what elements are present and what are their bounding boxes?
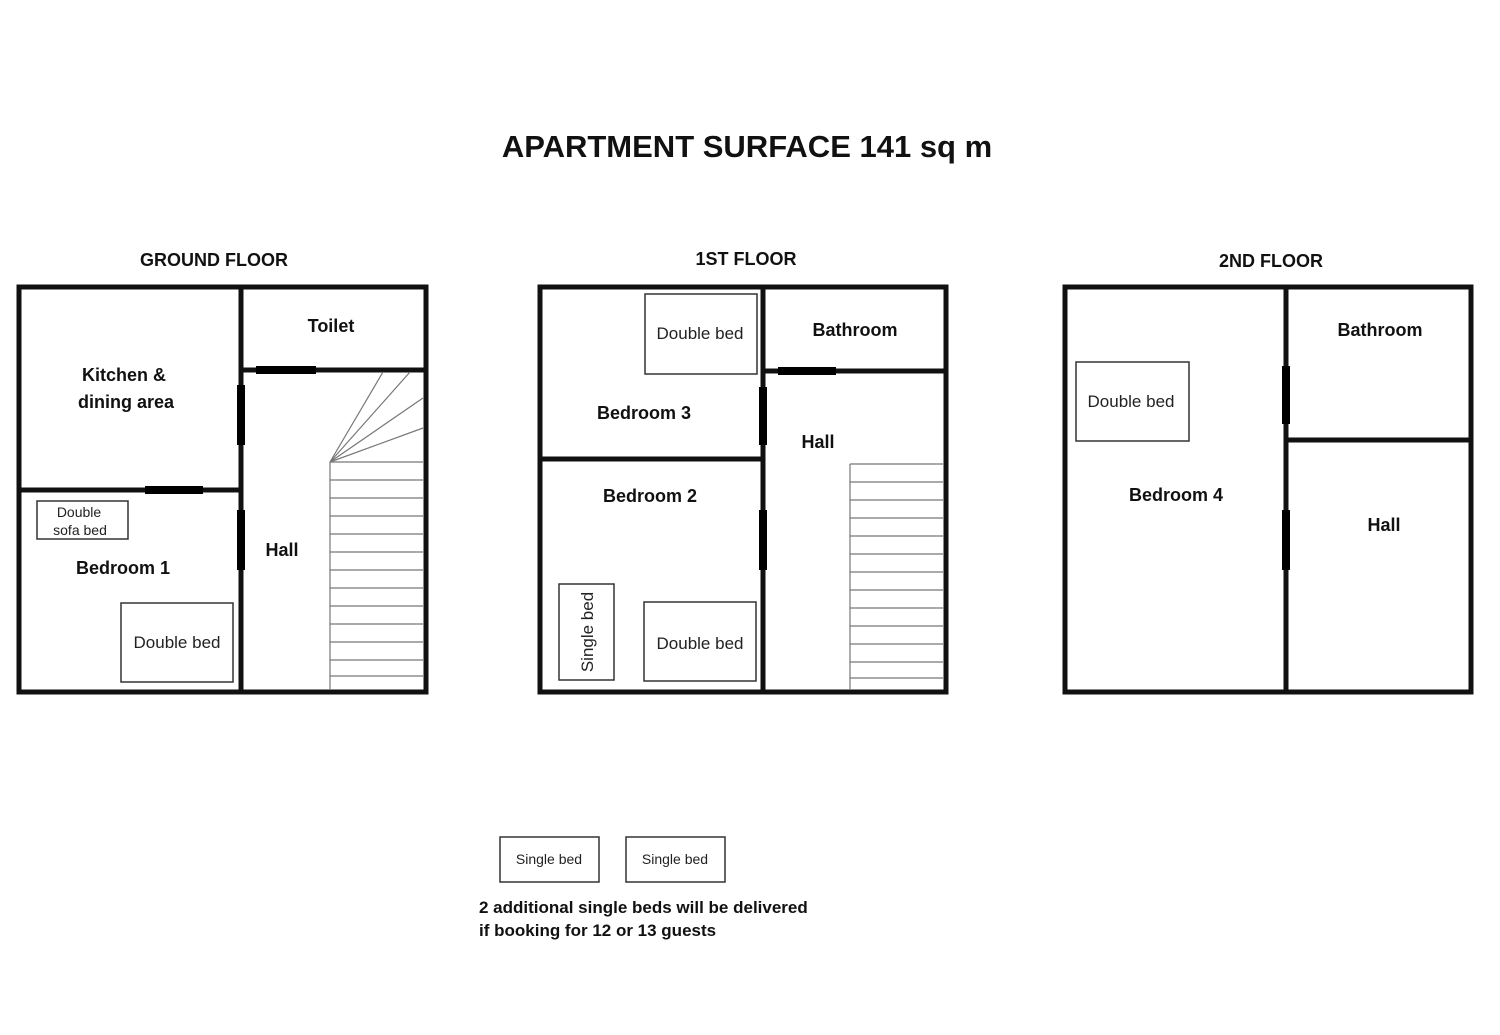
extra-single-bed-box-1	[499, 836, 600, 883]
room-label-bedroom-3: Bedroom 3	[597, 403, 691, 423]
room-label-toilet: Toilet	[308, 316, 355, 336]
extra-beds-note-line-1: 2 additional single beds will be deliver…	[479, 898, 808, 917]
second-floor-label: 2ND FLOOR	[1219, 251, 1323, 271]
ground-floor-label: GROUND FLOOR	[140, 250, 288, 270]
room-label-first-hall: Hall	[801, 432, 834, 452]
double-bed-box-bedroom-2	[643, 601, 757, 682]
first-floor-label: 1ST FLOOR	[695, 249, 796, 269]
extra-single-bed-box-2	[625, 836, 726, 883]
double-bed-label-bedroom-1: Double bed	[134, 633, 221, 652]
room-label-bedroom-2: Bedroom 2	[603, 486, 697, 506]
extra-single-bed-label-2: Single bed	[642, 851, 708, 867]
first-floor: 1ST FLOOR Bedroom 3 Bathroom	[537, 249, 949, 695]
sofa-bed-label-1: Double	[57, 504, 102, 520]
room-label-second-bathroom: Bathroom	[1338, 320, 1423, 340]
room-label-ground-hall: Hall	[265, 540, 298, 560]
room-label-kitchen: Kitchen &	[82, 365, 166, 385]
page-title: APARTMENT SURFACE 141 sq m	[502, 129, 992, 164]
sofa-bed-label-2: sofa bed	[53, 522, 107, 538]
double-bed-box-bedroom-1	[120, 602, 234, 683]
single-bed-label-bedroom-2: Single bed	[578, 592, 597, 672]
first-floor-outer-wall	[537, 284, 949, 695]
single-bed-box-bedroom-2	[558, 583, 615, 681]
ground-floor-staircase	[329, 371, 424, 690]
second-floor: 2ND FLOOR Bathroom Bedroom 4 Hall Double…	[1062, 251, 1474, 695]
ground-floor: GROUND FLOOR	[16, 250, 429, 695]
room-label-bedroom-4: Bedroom 4	[1129, 485, 1223, 505]
double-bed-box-bedroom-4	[1075, 361, 1190, 442]
room-label-first-bathroom: Bathroom	[813, 320, 898, 340]
extra-beds: Single bed Single bed 2 additional singl…	[479, 836, 808, 940]
double-bed-box-bedroom-3	[644, 293, 758, 375]
double-bed-label-bedroom-3: Double bed	[657, 324, 744, 343]
extra-beds-note-line-2: if booking for 12 or 13 guests	[479, 921, 716, 940]
double-bed-label-bedroom-2: Double bed	[657, 634, 744, 653]
second-floor-outer-wall	[1062, 284, 1474, 695]
sofa-bed-box	[36, 500, 129, 540]
extra-single-bed-label-1: Single bed	[516, 851, 582, 867]
first-floor-staircase	[849, 463, 943, 690]
room-label-second-hall: Hall	[1367, 515, 1400, 535]
room-label-dining: dining area	[78, 392, 175, 412]
double-bed-label-bedroom-4: Double bed	[1088, 392, 1175, 411]
room-label-bedroom-1: Bedroom 1	[76, 558, 170, 578]
